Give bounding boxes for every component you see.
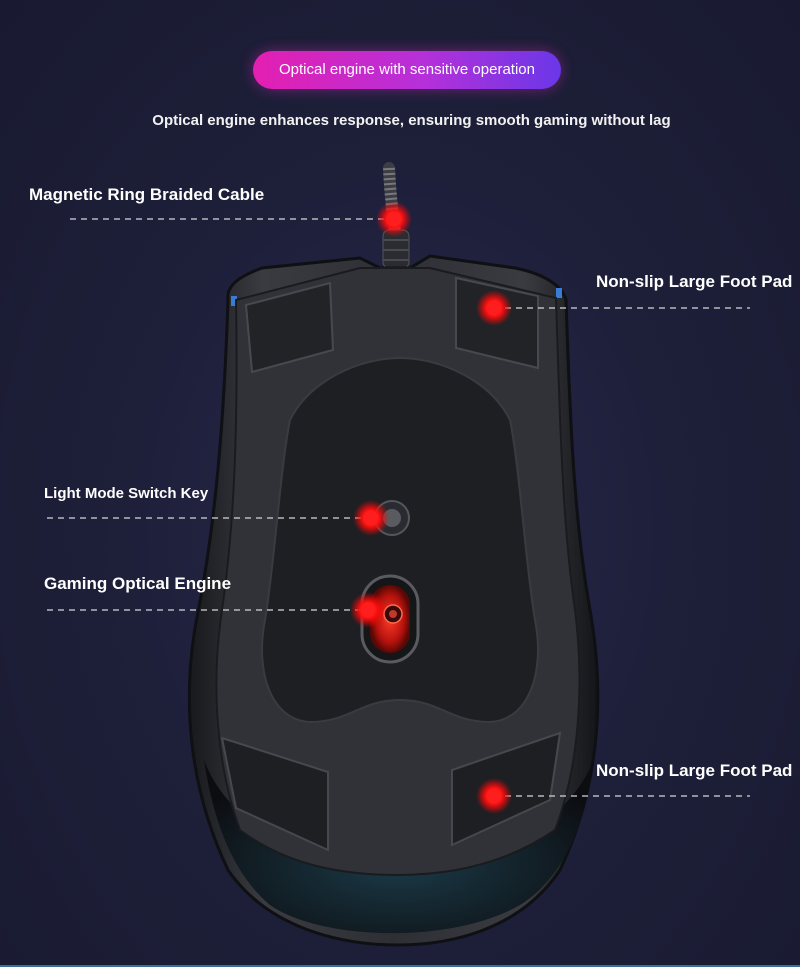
bottom-accent-line [0, 965, 800, 967]
callout-leader-lines [47, 218, 750, 797]
light-mode-marker-core [364, 511, 378, 525]
foot-pad-top-callout-label: Non-slip Large Foot Pad [596, 272, 793, 291]
cable-callout-label: Magnetic Ring Braided Cable [29, 185, 265, 204]
optical-engine-marker-core [361, 603, 375, 617]
cable-marker-core [387, 212, 401, 226]
foot-pad-top-marker-core [487, 301, 501, 315]
optical-engine-callout-label: Gaming Optical Engine [44, 574, 232, 593]
light-mode-callout-label: Light Mode Switch Key [44, 485, 209, 502]
callout-markers [350, 201, 512, 814]
foot-pad-bottom-callout-label: Non-slip Large Foot Pad [596, 761, 793, 780]
feature-badge: Optical engine with sensitive operation [253, 51, 561, 89]
feature-subtitle: Optical engine enhances response, ensuri… [152, 112, 671, 129]
mouse-body [187, 254, 600, 947]
foot-pad-bottom-marker-core [487, 789, 501, 803]
